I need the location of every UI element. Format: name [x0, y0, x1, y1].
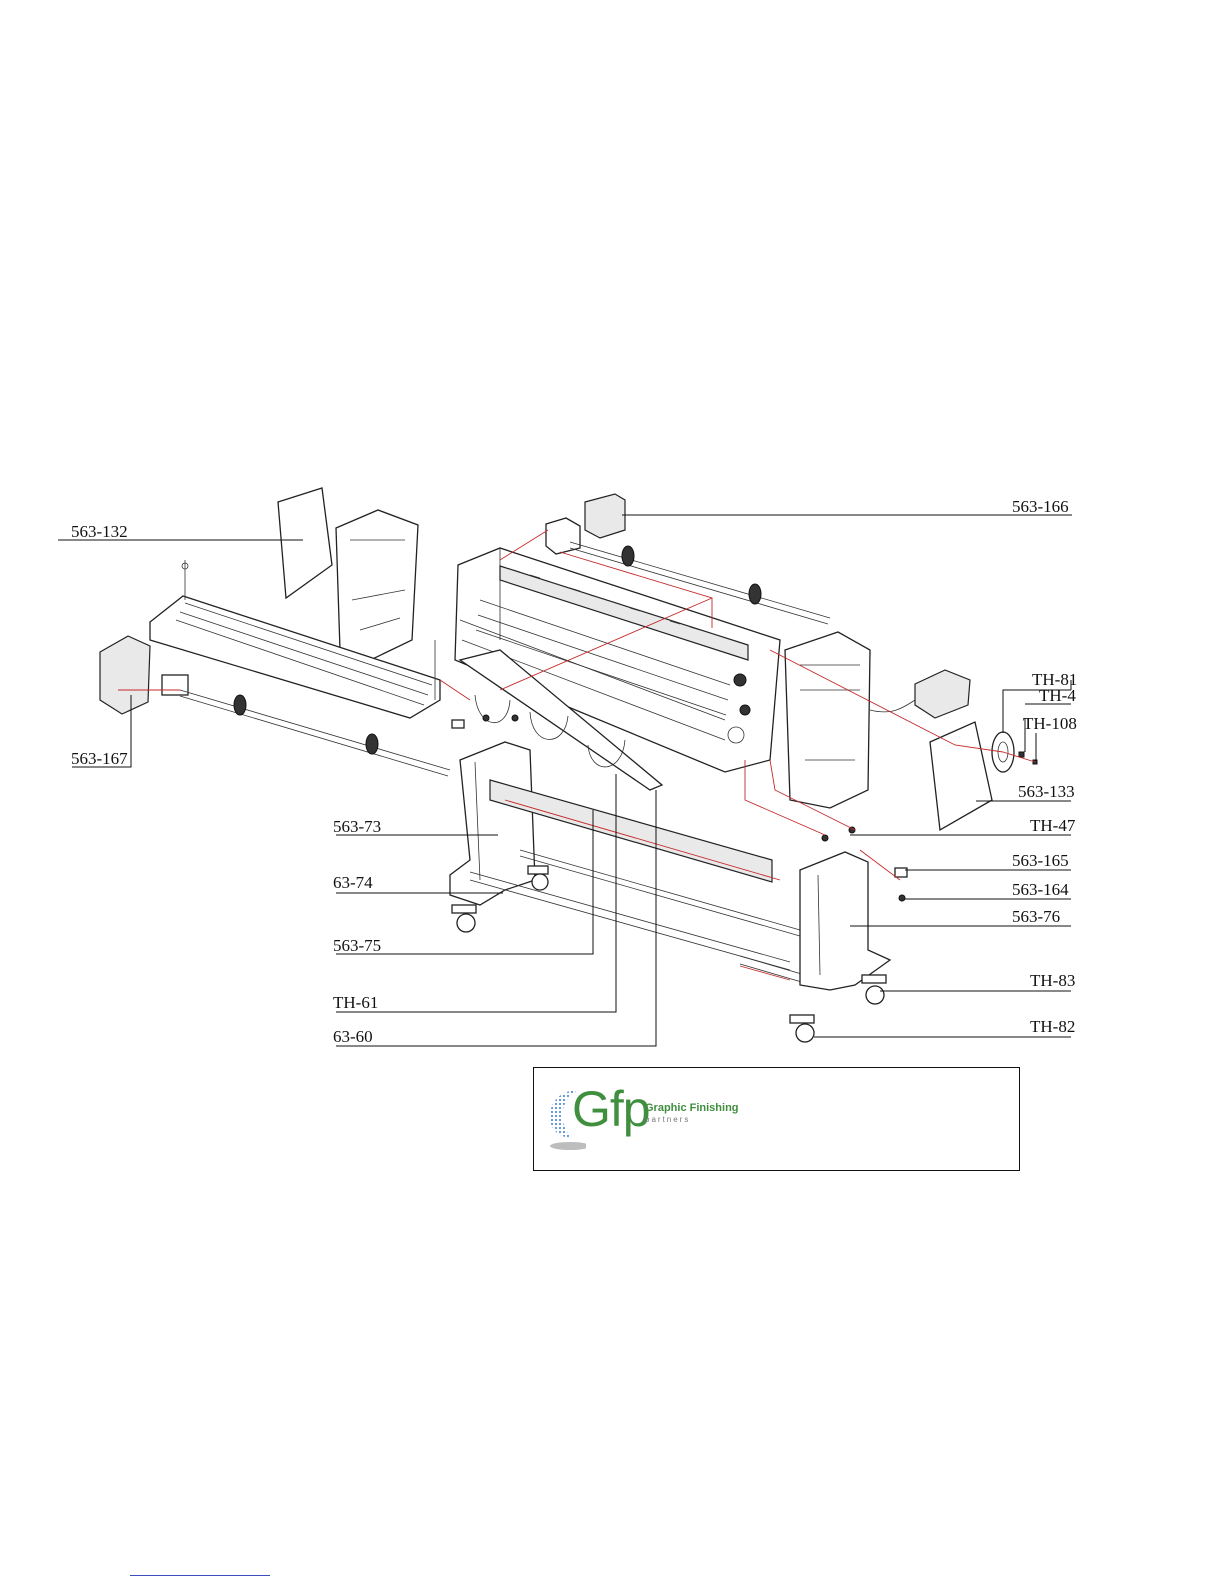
- label-563-76: 563-76: [1012, 907, 1060, 926]
- right-leg-stand: [800, 852, 890, 990]
- label-th-47: TH-47: [1030, 816, 1076, 835]
- caster: [452, 905, 476, 932]
- nut: [899, 895, 905, 901]
- label-63-60: 63-60: [333, 1027, 373, 1046]
- left-end-cap: [100, 636, 150, 714]
- caster: [862, 975, 886, 1004]
- left-leg-stand: [450, 742, 535, 905]
- label-563-167: 563-167: [71, 749, 128, 768]
- top-bearing-block: [546, 518, 580, 554]
- left-side-cover-panel: [278, 488, 332, 598]
- label-563-132: 563-132: [71, 522, 128, 541]
- bracket: [895, 868, 907, 877]
- company-logo-box: Gfp Graphic Finishing partners: [533, 1067, 1020, 1171]
- logo-company-sub: partners: [645, 1115, 690, 1124]
- nut: [822, 835, 828, 841]
- logo-company-name: Graphic Finishing: [645, 1102, 739, 1114]
- label-563-133: 563-133: [1018, 782, 1075, 801]
- label-th-82: TH-82: [1030, 1017, 1075, 1036]
- nut: [483, 715, 489, 721]
- bottom-rule: [130, 1575, 270, 1576]
- label-563-164: 563-164: [1012, 880, 1069, 899]
- left-bearing-block: [162, 675, 188, 695]
- top-end-cap: [585, 494, 625, 538]
- label-563-165: 563-165: [1012, 851, 1069, 870]
- label-563-73: 563-73: [333, 817, 381, 836]
- left-side-housing: [336, 510, 418, 665]
- knob: [1019, 752, 1024, 757]
- label-563-166: 563-166: [1012, 497, 1069, 516]
- label-th-108: TH-108: [1023, 714, 1077, 733]
- label-563-75: 563-75: [333, 936, 381, 955]
- label-th-4: TH-4: [1039, 686, 1076, 705]
- crossbar-lower: [470, 872, 790, 970]
- logo-letters: Gfp: [572, 1080, 650, 1138]
- label-63-74: 63-74: [333, 873, 373, 892]
- machine-drawing: [100, 488, 1037, 1042]
- hook: [475, 695, 510, 723]
- label-th-61: TH-61: [333, 993, 378, 1012]
- right-cover-panel: [930, 722, 992, 830]
- nut: [512, 715, 518, 721]
- crossbar-bottom: [740, 956, 805, 983]
- caster: [790, 1015, 814, 1042]
- foot-pedal: [915, 670, 970, 718]
- label-th-83: TH-83: [1030, 971, 1075, 990]
- right-side-housing: [785, 632, 870, 808]
